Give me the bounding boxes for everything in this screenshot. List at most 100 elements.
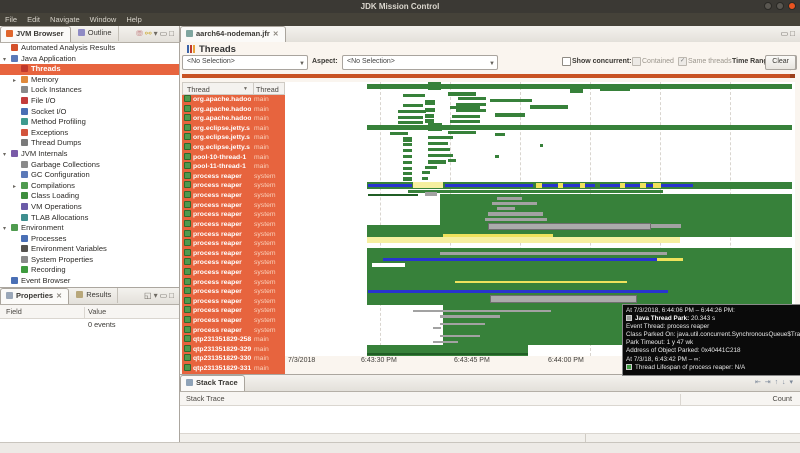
- view-menu-icon[interactable]: ▾: [153, 291, 160, 300]
- sidebar-item-environment[interactable]: ▾Environment: [0, 223, 179, 234]
- navigate-up-icon[interactable]: ↑: [774, 379, 783, 386]
- tab-outline[interactable]: Outline: [73, 26, 119, 41]
- sidebar-item-tlab-allocations[interactable]: TLAB Allocations: [0, 213, 179, 224]
- sidebar-item-memory[interactable]: ▸Memory: [0, 75, 179, 86]
- view-menu-icon[interactable]: ▾: [153, 29, 160, 38]
- sidebar-item-system-properties[interactable]: System Properties: [0, 255, 179, 266]
- tree-expand-icon[interactable]: ▾: [3, 56, 7, 63]
- sidebar-item-exceptions[interactable]: Exceptions: [0, 128, 179, 139]
- sidebar-item-jvm-internals[interactable]: ▾JVM Internals: [0, 149, 179, 160]
- minimize-panel-icon[interactable]: ▭: [159, 29, 170, 38]
- sidebar-item-compilations[interactable]: ▸Compilations: [0, 181, 179, 192]
- minimize-window-button[interactable]: [764, 2, 772, 10]
- aspect-combo[interactable]: <No Selection>▼: [342, 55, 498, 70]
- sidebar-item-recording[interactable]: Recording: [0, 265, 179, 276]
- minimize-editor-icon[interactable]: ▭: [780, 29, 791, 38]
- menu-edit[interactable]: Edit: [27, 15, 41, 24]
- link-editor-icon[interactable]: ⚯: [144, 29, 154, 38]
- sidebar-item-vm-operations[interactable]: VM Operations: [0, 202, 179, 213]
- detach-panel-icon[interactable]: ◱: [144, 291, 154, 300]
- last-frame-icon[interactable]: ⇥: [764, 379, 775, 386]
- menu-help[interactable]: Help: [126, 15, 142, 24]
- tab-stack-trace[interactable]: Stack Trace: [180, 375, 245, 391]
- sidebar-item-thread-dumps[interactable]: Thread Dumps: [0, 138, 179, 149]
- clear-button[interactable]: Clear: [765, 55, 796, 70]
- sidebar-item-garbage-collections[interactable]: Garbage Collections: [0, 160, 179, 171]
- show-concurrent-checkbox[interactable]: [562, 57, 571, 66]
- menu-window[interactable]: Window: [89, 15, 117, 24]
- view-menu-icon[interactable]: ▾: [789, 379, 794, 386]
- tree-expand-icon[interactable]: ▾: [3, 151, 7, 158]
- sidebar-item-file-i-o[interactable]: File I/O: [0, 96, 179, 107]
- close-window-button[interactable]: [788, 2, 796, 10]
- count-column[interactable]: Count: [772, 394, 792, 403]
- tree-expand-icon[interactable]: ▸: [13, 183, 17, 190]
- maximize-editor-icon[interactable]: □: [790, 29, 797, 38]
- selection-combo[interactable]: <No Selection>▼: [182, 55, 308, 70]
- tab-jfr-file[interactable]: aarch64-nodeman.jfr✕: [180, 26, 286, 42]
- horizontal-scrollbar[interactable]: [180, 433, 800, 443]
- sidebar-item-environment-variables[interactable]: Environment Variables: [0, 244, 179, 255]
- sidebar-item-socket-i-o[interactable]: Socket I/O: [0, 107, 179, 118]
- tree-expand-icon[interactable]: ▾: [3, 226, 7, 233]
- sidebar-item-automated-analysis-results[interactable]: Automated Analysis Results: [0, 43, 179, 54]
- sidebar-item-lock-instances[interactable]: Lock Instances: [0, 85, 179, 96]
- time-range-bar[interactable]: [182, 74, 795, 78]
- value-column-header[interactable]: Value: [88, 307, 107, 316]
- close-tab-icon[interactable]: ✕: [56, 293, 62, 300]
- minimize-panel-icon[interactable]: ▭: [159, 291, 170, 300]
- sidebar-item-processes[interactable]: Processes: [0, 234, 179, 245]
- sidebar-item-event-browser[interactable]: Event Browser: [0, 276, 179, 287]
- sidebar-item-gc-configuration[interactable]: GC Configuration: [0, 170, 179, 181]
- sidebar-item-class-loading[interactable]: Class Loading: [0, 191, 179, 202]
- maximize-panel-icon[interactable]: □: [169, 291, 176, 300]
- menu-file[interactable]: File: [5, 15, 18, 24]
- close-tab-icon[interactable]: ✕: [272, 31, 279, 38]
- field-column-header[interactable]: Field: [6, 307, 22, 316]
- tree-expand-icon[interactable]: ▸: [13, 77, 17, 84]
- maximize-window-button[interactable]: [776, 2, 784, 10]
- maximize-panel-icon[interactable]: □: [169, 29, 176, 38]
- thread-column-header[interactable]: Thread: [187, 85, 210, 94]
- sidebar-item-threads[interactable]: Threads: [0, 64, 179, 75]
- tab-jvm-browser[interactable]: JVM Browser: [0, 26, 71, 42]
- collapse-all-icon[interactable]: ⛃: [136, 29, 145, 38]
- sidebar-item-method-profiling[interactable]: Method Profiling: [0, 117, 179, 128]
- navigate-down-icon[interactable]: ↓: [782, 379, 790, 386]
- first-frame-icon[interactable]: ⇤: [754, 379, 765, 386]
- tab-results[interactable]: Results: [71, 288, 119, 303]
- menu-navigate[interactable]: Navigate: [50, 15, 80, 24]
- sidebar-item-java-application[interactable]: ▾Java Application: [0, 54, 179, 65]
- tab-properties[interactable]: Properties✕: [0, 288, 69, 304]
- stack-trace-column[interactable]: Stack Trace: [186, 394, 225, 403]
